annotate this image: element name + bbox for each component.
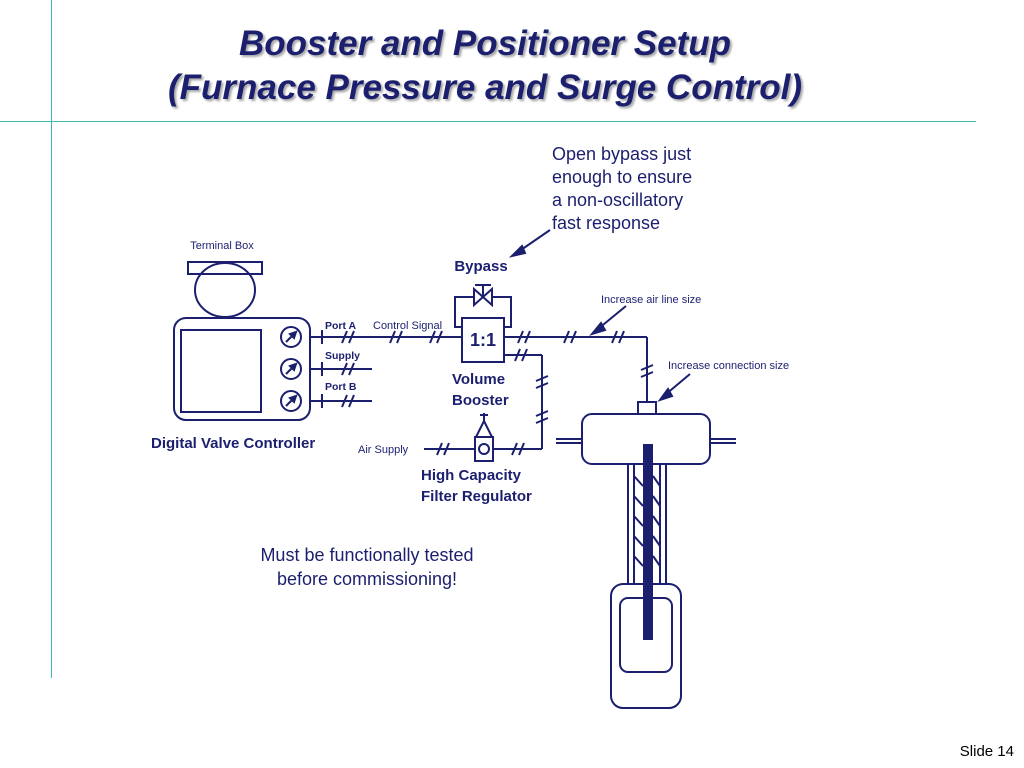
volume-booster-label-2: Booster: [452, 392, 509, 409]
control-signal-line: [372, 330, 462, 344]
terminal-box: [187, 261, 263, 318]
filter-regulator-label-1: High Capacity: [421, 467, 522, 484]
booster-ratio-label: 1:1: [470, 330, 496, 350]
bypass-note-arrow: [508, 229, 551, 258]
supply-label: Supply: [325, 350, 360, 362]
bypass-loop: [454, 284, 512, 328]
digital-valve-controller: [173, 317, 311, 421]
slide-title-line1: Booster and Positioner Setup: [239, 24, 731, 63]
air-supply-label: Air Supply: [358, 444, 409, 456]
valve-stem: [643, 444, 653, 640]
bypass-label: Bypass: [454, 258, 507, 275]
increase-connection-label: Increase connection size: [668, 360, 789, 372]
booster-supply-line: [504, 348, 549, 449]
port-a-label: Port A: [325, 320, 357, 332]
air-supply-line: [424, 442, 542, 456]
terminal-box-label: Terminal Box: [190, 240, 254, 252]
left-divider-vertical: [51, 0, 52, 678]
bypass-note-line-3: a non-oscillatory: [552, 190, 683, 210]
increase-air-line-label: Increase air line size: [601, 294, 701, 306]
valve-body: [610, 583, 682, 709]
connection-arrow: [657, 373, 691, 402]
dvc-label: Digital Valve Controller: [151, 435, 315, 452]
slide-title: Booster and Positioner Setup (Furnace Pr…: [60, 22, 910, 110]
test-note-line-1: Must be functionally tested: [260, 545, 473, 565]
title-divider-horizontal: [0, 121, 976, 122]
volume-booster: [461, 317, 505, 363]
dvc-port-lines: [310, 330, 372, 408]
test-note-line-2: before commissioning!: [277, 569, 457, 589]
bypass-note-line-2: enough to ensure: [552, 167, 692, 187]
control-signal-label: Control Signal: [373, 320, 442, 332]
air-line-arrow: [589, 305, 627, 336]
port-b-label: Port B: [325, 381, 357, 393]
actuator: [556, 401, 736, 640]
bypass-note-line-4: fast response: [552, 213, 660, 233]
gauge-supply-icon: [280, 358, 302, 380]
volume-booster-label-1: Volume: [452, 371, 505, 388]
gauge-port-b-icon: [280, 390, 302, 412]
filter-regulator-label-2: Filter Regulator: [421, 488, 532, 505]
slide-number: Slide 14: [959, 743, 1014, 760]
booster-output-line: [504, 330, 654, 402]
filter-regulator: [474, 413, 494, 462]
gauge-port-a-icon: [280, 326, 302, 348]
bypass-note-line-1: Open bypass just: [552, 144, 691, 164]
slide-title-line2: (Furnace Pressure and Surge Control): [167, 68, 803, 107]
